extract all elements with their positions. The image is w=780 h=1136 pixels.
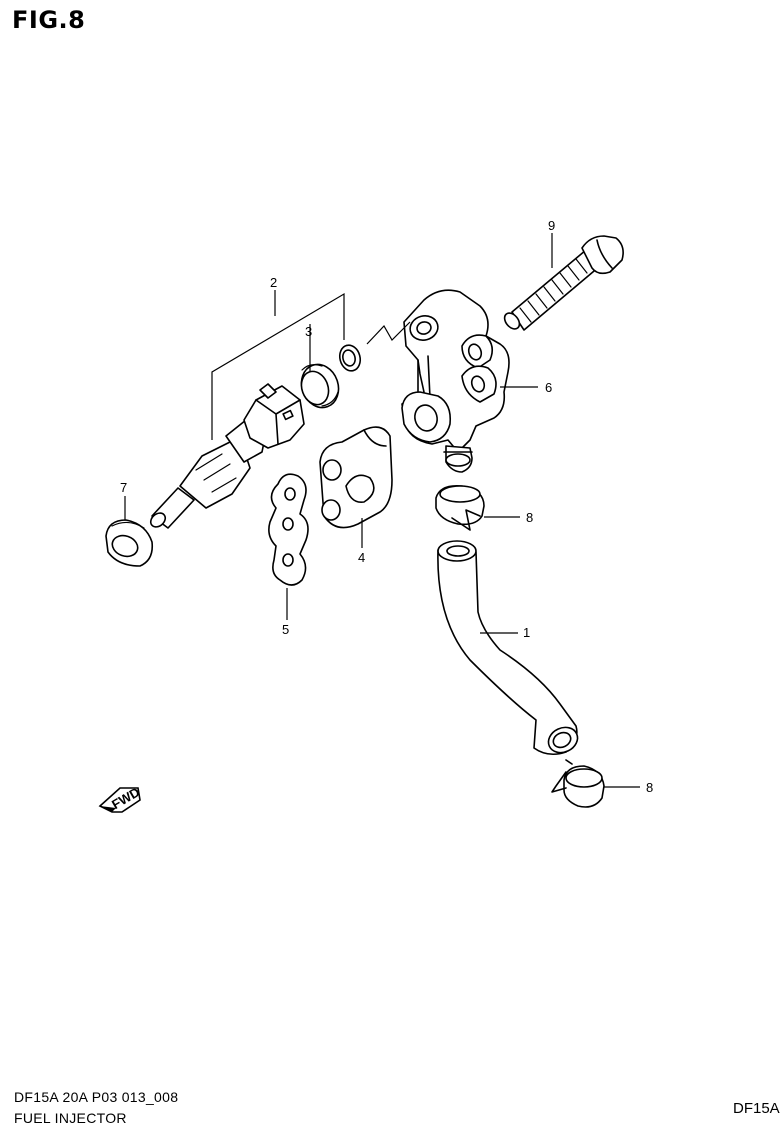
grommet-part[interactable] (105, 519, 154, 567)
figure-title: FIG.8 (12, 6, 86, 34)
leader-lines (124, 233, 640, 788)
o-ring-part[interactable] (296, 359, 345, 413)
delivery-pipe-part[interactable] (401, 289, 510, 473)
callout-1: 1 (523, 625, 530, 640)
callout-8-lower: 8 (646, 780, 653, 795)
forward-arrow-icon: FWD (98, 784, 142, 813)
gasket-part[interactable] (268, 473, 309, 586)
callout-4: 4 (358, 550, 365, 565)
bolt-part[interactable] (502, 235, 624, 332)
fuel-hose-part[interactable] (437, 540, 582, 757)
callout-3: 3 (305, 324, 312, 339)
corner-code: DF15A (733, 1100, 780, 1117)
callout-9: 9 (548, 218, 555, 233)
holder-part[interactable] (319, 426, 393, 529)
hose-clamp-lower-part[interactable] (551, 759, 605, 808)
model-code: DF15A 20A P03 013_008 (14, 1089, 179, 1105)
callout-6: 6 (545, 380, 552, 395)
washer-part[interactable] (337, 343, 363, 373)
callout-8-upper: 8 (526, 510, 533, 525)
section-name: FUEL INJECTOR (14, 1110, 127, 1126)
callout-7: 7 (120, 480, 127, 495)
callout-2: 2 (270, 275, 277, 290)
callout-5: 5 (282, 622, 289, 637)
hose-clamp-upper-part[interactable] (435, 484, 485, 531)
fuel-injector-part[interactable] (148, 383, 305, 530)
